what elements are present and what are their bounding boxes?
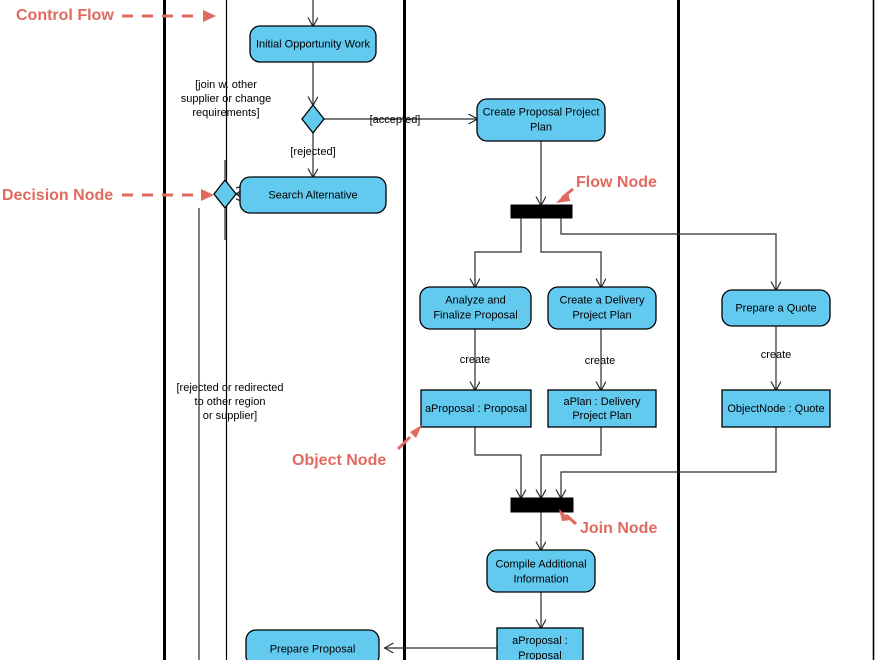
annotation-label-decision-node: Decision Node	[2, 187, 113, 204]
guard-line2: to other region	[195, 396, 266, 408]
activity-create-proposal-project-plan[interactable]: Create Proposal Project Plan	[476, 98, 606, 142]
activity-label-line2: Plan	[530, 121, 552, 133]
object-node-label: ObjectNode : Quote	[727, 403, 824, 415]
swimlane-dividers	[163, 0, 875, 660]
fork-join-bars	[510, 204, 574, 513]
edge-aplan-to-join	[541, 427, 602, 498]
annotation-arrowhead-control-flow	[203, 10, 216, 22]
object-node-label: aProposal : Proposal	[425, 403, 527, 415]
annotation-arrowhead-decision-node	[201, 189, 214, 201]
activity-analyze-and-finalize-proposal[interactable]: Analyze and Finalize Proposal	[419, 286, 532, 330]
activity-compile-additional-information[interactable]: Compile Additional Information	[486, 549, 596, 593]
object-node-aproposal-proposal[interactable]: aProposal : Proposal	[420, 389, 532, 428]
activity-create-a-delivery-project-plan[interactable]: Create a Delivery Project Plan	[547, 286, 657, 330]
fork-bar-flow-node[interactable]	[510, 204, 573, 219]
guard-line3: or supplier]	[203, 410, 257, 422]
activity-label: Initial Opportunity Work	[256, 38, 371, 50]
activity-label-line1: Compile Additional	[495, 558, 586, 570]
control-flow-edges	[198, 0, 777, 660]
guard-line1: [rejected or redirected	[177, 382, 284, 394]
guard-line3: requirements]	[192, 107, 259, 119]
activity-label: Prepare a Quote	[735, 302, 816, 314]
annotations: Control Flow Decision Node Flow Node Obj…	[2, 7, 657, 537]
annotation-arrowhead-object-node	[410, 425, 422, 438]
annotation-label-join-node: Join Node	[580, 520, 657, 537]
activity-label-line1: Create a Delivery	[560, 294, 645, 306]
guard-rejected: [rejected]	[290, 146, 335, 158]
guard-join-with-other-supplier: [join w. other supplier or change requir…	[181, 79, 272, 119]
guard-rejected-or-redirected: [rejected or redirected to other region …	[177, 382, 284, 422]
annotation-label-object-node: Object Node	[292, 452, 386, 469]
activity-label-line1: Analyze and	[445, 294, 506, 306]
annotation-arrowhead-flow-node	[556, 191, 570, 203]
annotation-label-control-flow: Control Flow	[16, 7, 114, 24]
activity-label-line1: Create Proposal Project	[483, 106, 600, 118]
edge-objectnode-to-join	[561, 427, 777, 498]
edge-fork-to-delivery-plan	[540, 218, 601, 287]
activity-label-line2: Project Plan	[572, 309, 631, 321]
edge-fork-to-prepare-quote	[560, 218, 776, 290]
activity-search-alternative[interactable]: Search Alternative	[239, 176, 387, 214]
activity-label-line2: Finalize Proposal	[433, 309, 517, 321]
decision-node-accept-reject[interactable]	[301, 103, 325, 135]
annotation-pointer-object-node	[396, 435, 412, 451]
object-node-label-line2: Proposal	[518, 650, 561, 660]
activity-label: Prepare Proposal	[270, 643, 356, 655]
edge-label-create-1: create	[460, 354, 491, 366]
edge-label-create-3: create	[761, 349, 792, 361]
annotation-pointer-join-node	[564, 513, 578, 526]
decision-node-search-alternative[interactable]	[213, 178, 237, 210]
guard-line1: [join w. other	[195, 79, 257, 91]
guard-line2: supplier or change	[181, 93, 272, 105]
object-nodes: aProposal : Proposal aPlan : Delivery Pr…	[420, 389, 831, 660]
annotation-label-flow-node: Flow Node	[576, 174, 657, 191]
decision-nodes	[213, 103, 325, 240]
edge-aproposal-to-join	[474, 427, 521, 498]
activity-label: Search Alternative	[268, 189, 357, 201]
object-node-objectnode-quote[interactable]: ObjectNode : Quote	[721, 389, 831, 428]
annotation-arrowhead-join-node	[559, 509, 571, 521]
guard-accepted: [accepted]	[370, 114, 421, 126]
edge-label-create-2: create	[585, 355, 616, 367]
edge-fork-to-analyze	[475, 218, 522, 287]
activity-nodes: Initial Opportunity Work Search Alternat…	[239, 25, 831, 660]
activity-prepare-proposal[interactable]: Prepare Proposal	[245, 629, 380, 660]
object-node-label-line1: aProposal :	[512, 635, 568, 647]
activity-initial-opportunity-work[interactable]: Initial Opportunity Work	[249, 25, 377, 63]
object-node-aproposal-proposal-2[interactable]: aProposal : Proposal	[496, 627, 584, 660]
join-bar-join-node[interactable]	[510, 497, 574, 513]
object-node-label-line1: aPlan : Delivery	[563, 396, 641, 408]
activity-label-line2: Information	[513, 573, 568, 585]
edge-labels: [join w. other supplier or change requir…	[177, 79, 792, 422]
activity-prepare-a-quote[interactable]: Prepare a Quote	[721, 289, 831, 327]
object-node-label-line2: Project Plan	[572, 410, 631, 422]
object-node-aplan-delivery-project-plan[interactable]: aPlan : Delivery Project Plan	[547, 389, 657, 428]
